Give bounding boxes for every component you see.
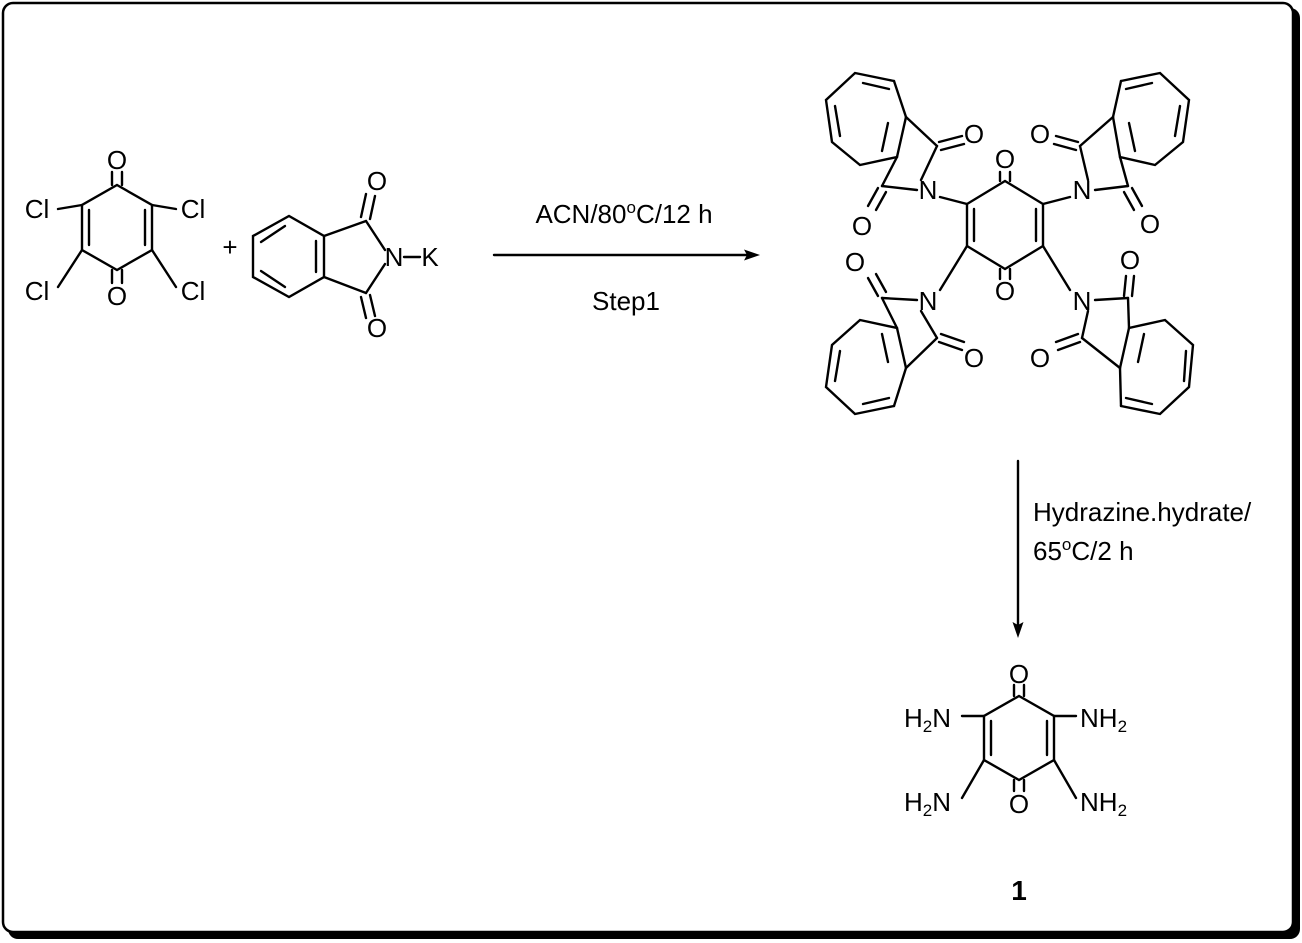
atom-o: O — [995, 276, 1015, 306]
step1-label: Step1 — [592, 286, 660, 316]
amino-group-label: H2N — [904, 787, 951, 820]
atom-k: K — [421, 242, 439, 272]
atom-n: N — [1073, 286, 1092, 316]
plus-sign: + — [222, 232, 237, 262]
atom-n: N — [385, 242, 404, 272]
atom-n: N — [919, 175, 938, 205]
atom-cl: Cl — [25, 276, 50, 306]
atom-o: O — [367, 166, 387, 196]
atom-o: O — [995, 144, 1015, 174]
atom-o: O — [1030, 343, 1050, 373]
product-structure: O O H2N NH2 H2N NH2 — [904, 659, 1127, 820]
intermediate-structure: O O N N N N O O — [824, 71, 1195, 416]
atom-o: O — [1120, 245, 1140, 275]
atom-cl: Cl — [25, 194, 50, 224]
atom-o: O — [852, 211, 872, 241]
atom-o: O — [1140, 209, 1160, 239]
atom-cl: Cl — [181, 276, 206, 306]
atom-o: O — [964, 119, 984, 149]
atom-cl: Cl — [181, 194, 206, 224]
amino-group-label: H2N — [904, 703, 951, 736]
atom-n: N — [919, 286, 938, 316]
atom-n: N — [1073, 175, 1092, 205]
atom-o: O — [1009, 659, 1029, 689]
atom-o: O — [367, 313, 387, 343]
atom-o: O — [845, 247, 865, 277]
atom-o: O — [1030, 119, 1050, 149]
step1-conditions: ACN/80oC/12 h — [535, 198, 712, 229]
step2-conditions-line2: 65oC/2 h — [1033, 535, 1134, 566]
amino-group-label: NH2 — [1080, 787, 1127, 820]
step1-arrow — [492, 249, 760, 261]
product-compound-number: 1 — [1011, 875, 1027, 906]
atom-o: O — [964, 343, 984, 373]
step2-arrow — [1012, 459, 1024, 638]
amino-group-label: NH2 — [1080, 703, 1127, 736]
step2-conditions-line1: Hydrazine.hydrate/ — [1033, 497, 1252, 527]
atom-o: O — [107, 281, 127, 311]
chloranil-structure: O O Cl Cl Cl Cl — [25, 145, 206, 311]
potassium-phthalimide-structure: N K O O — [251, 166, 439, 343]
atom-o: O — [1009, 789, 1029, 819]
atom-o: O — [107, 145, 127, 175]
